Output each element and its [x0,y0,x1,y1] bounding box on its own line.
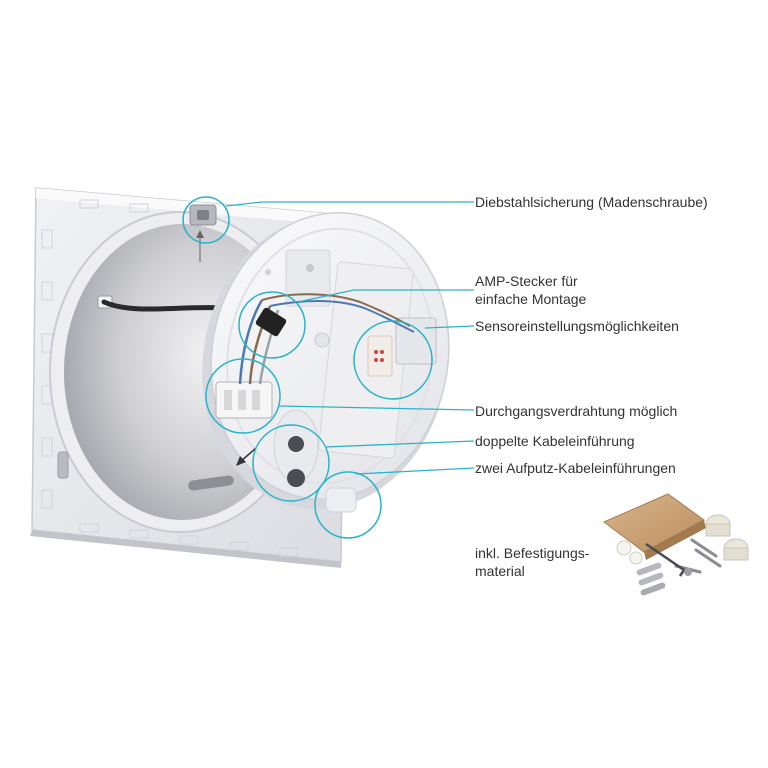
leader-lines [225,201,475,475]
label-anti-theft: Diebstahlsicherung (Madenschraube) [475,194,708,210]
callout-circles [182,196,433,539]
label-accessories: inkl. Befestigungs- material [475,545,590,579]
screw-icon [674,538,722,574]
label-sensor-settings: Sensoreinstellungsmöglichkeiten [475,318,679,334]
callout-circle-amp-connector [238,291,306,359]
label-surface-cable-entries: zwei Aufputz-Kabeleinführungen [475,460,676,476]
callout-circle-through-wiring [205,358,281,434]
callout-circle-double-cable-entry [252,424,330,502]
callout-circle-surface-cable-entries [314,471,382,539]
callout-circle-anti-theft [182,196,230,244]
cable-gland-icon [705,514,749,561]
callout-circle-sensor-settings [353,320,433,400]
label-amp-connector: AMP-Stecker für einfache Montage [475,273,587,307]
bag-icon [603,493,706,560]
wall-plug-icon [616,540,692,596]
cover [202,211,450,513]
accessories-illustration [603,493,749,596]
label-double-cable-entry: doppelte Kabeleinführung [475,433,635,449]
label-through-wiring: Durchgangsverdrahtung möglich [475,403,678,419]
allen-key-icon [645,542,686,577]
